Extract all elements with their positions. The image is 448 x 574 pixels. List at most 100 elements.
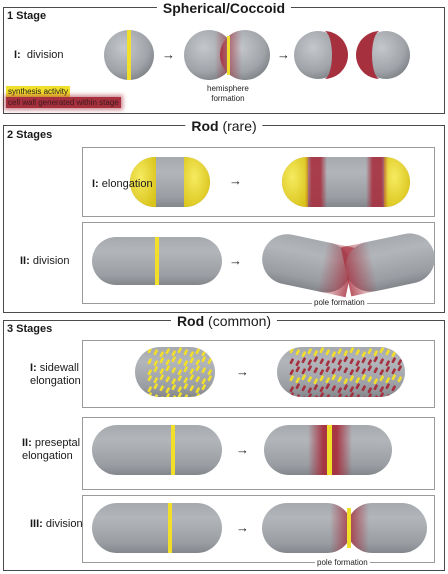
wall-strand-mark [301,374,306,381]
wall-strand-mark [367,348,372,355]
wall-strand-mark [189,385,194,392]
wall-strand-mark [361,385,366,392]
wall-strand-mark [165,376,170,383]
wall-strand-mark [379,375,384,382]
wall-strand-mark [331,357,336,364]
rod-sidewall-after [277,347,405,397]
wall-strand-mark [177,358,182,365]
wall-strand-mark [159,357,164,364]
wall-strand-mark [397,359,402,366]
wall-strand-mark [207,347,212,354]
wall-strand-mark [385,377,390,384]
wall-strand-mark [165,387,170,394]
wall-strand-mark [325,383,330,390]
wall-strand-mark [337,376,342,383]
wall-strand-mark [295,349,300,356]
wall-strand-mark [189,374,194,381]
wall-strand-mark [391,357,396,364]
sphere-septum [184,30,270,80]
wall-strand-mark [195,365,200,372]
wall-strand-mark [189,368,194,375]
wall-strand-mark [379,392,384,397]
wall-strand-mark [153,394,158,397]
wall-strand-mark [385,366,390,373]
wall-strand-mark [331,385,336,392]
wall-strand-mark [177,375,182,382]
wall-strand-mark [319,392,324,397]
arrow-icon: → [277,47,290,62]
wall-strand-mark [195,359,200,366]
arrow-icon: → [229,253,242,268]
stage-label-1: 1 Stage [7,10,47,22]
arrow-icon: → [229,173,242,188]
wall-strand-mark [301,385,306,392]
wall-strand-mark [349,392,354,397]
wall-strand-mark [307,365,312,372]
wall-strand-mark [331,351,336,358]
step-label-division-sphere: I: division [14,49,64,61]
wall-strand-mark [397,365,402,372]
wall-strand-mark [343,384,348,391]
wall-strand-mark [201,395,206,397]
wall-strand-mark [313,378,318,385]
arrow-icon: → [236,520,249,535]
wall-strand-mark [379,386,384,393]
wall-strand-mark [361,351,366,358]
wall-strand-mark [355,377,360,384]
wall-strand-mark [159,368,164,375]
wall-strand-mark [373,367,378,374]
wall-strand-mark [313,350,318,357]
panel-title-rod-common: Rod (common) [170,313,278,329]
wall-strand-mark [349,358,354,365]
wall-strand-mark [385,360,390,367]
wall-strand-mark [171,378,176,385]
wall-strand-mark [295,360,300,367]
wall-strand-mark [349,386,354,393]
wall-strand-mark [153,377,158,384]
wall-strand-mark [361,357,366,364]
wall-strand-mark [289,347,294,354]
wall-strand-mark [159,374,164,381]
wall-strand-mark [391,368,396,375]
wall-strand-mark [379,347,384,354]
wall-strand-mark [391,396,396,397]
wall-strand-mark [361,368,366,375]
legend-synthesis: synthesis activity [6,86,71,97]
wall-strand-mark [307,387,312,394]
wall-strand-mark [397,393,402,397]
wall-strand-mark [183,377,188,384]
stage-label-2: 2 Stages [7,129,53,141]
wall-strand-mark [195,387,200,394]
rod-division3-before [92,503,222,553]
wall-strand-mark [207,358,212,365]
wall-strand-mark [201,384,206,391]
rod-preseptal-after [264,425,392,475]
wall-strand-mark [385,383,390,390]
wall-strand-mark [295,366,300,373]
wall-strand-mark [367,387,372,394]
wall-strand-mark [165,393,170,397]
wall-strand-mark [325,394,330,397]
wall-strand-mark [201,356,206,363]
wall-strand-mark [207,369,212,376]
rod-division-before [92,237,222,285]
wall-strand-mark [183,366,188,373]
wall-strand-mark [171,384,176,391]
wall-strand-mark [331,374,336,381]
wall-strand-mark [153,366,158,373]
wall-strand-mark [391,385,396,392]
wall-strand-mark [361,374,366,381]
wall-strand-mark [177,347,182,354]
stage-label-3: 3 Stages [7,323,53,335]
arrow-icon: → [162,47,175,62]
wall-strand-mark [165,359,170,366]
wall-strand-mark [147,358,152,365]
wall-strand-mark [153,383,158,390]
wall-strand-mark [373,356,378,363]
wall-strand-mark [159,385,164,392]
wall-strand-mark [367,376,372,383]
wall-strand-mark [289,375,294,382]
